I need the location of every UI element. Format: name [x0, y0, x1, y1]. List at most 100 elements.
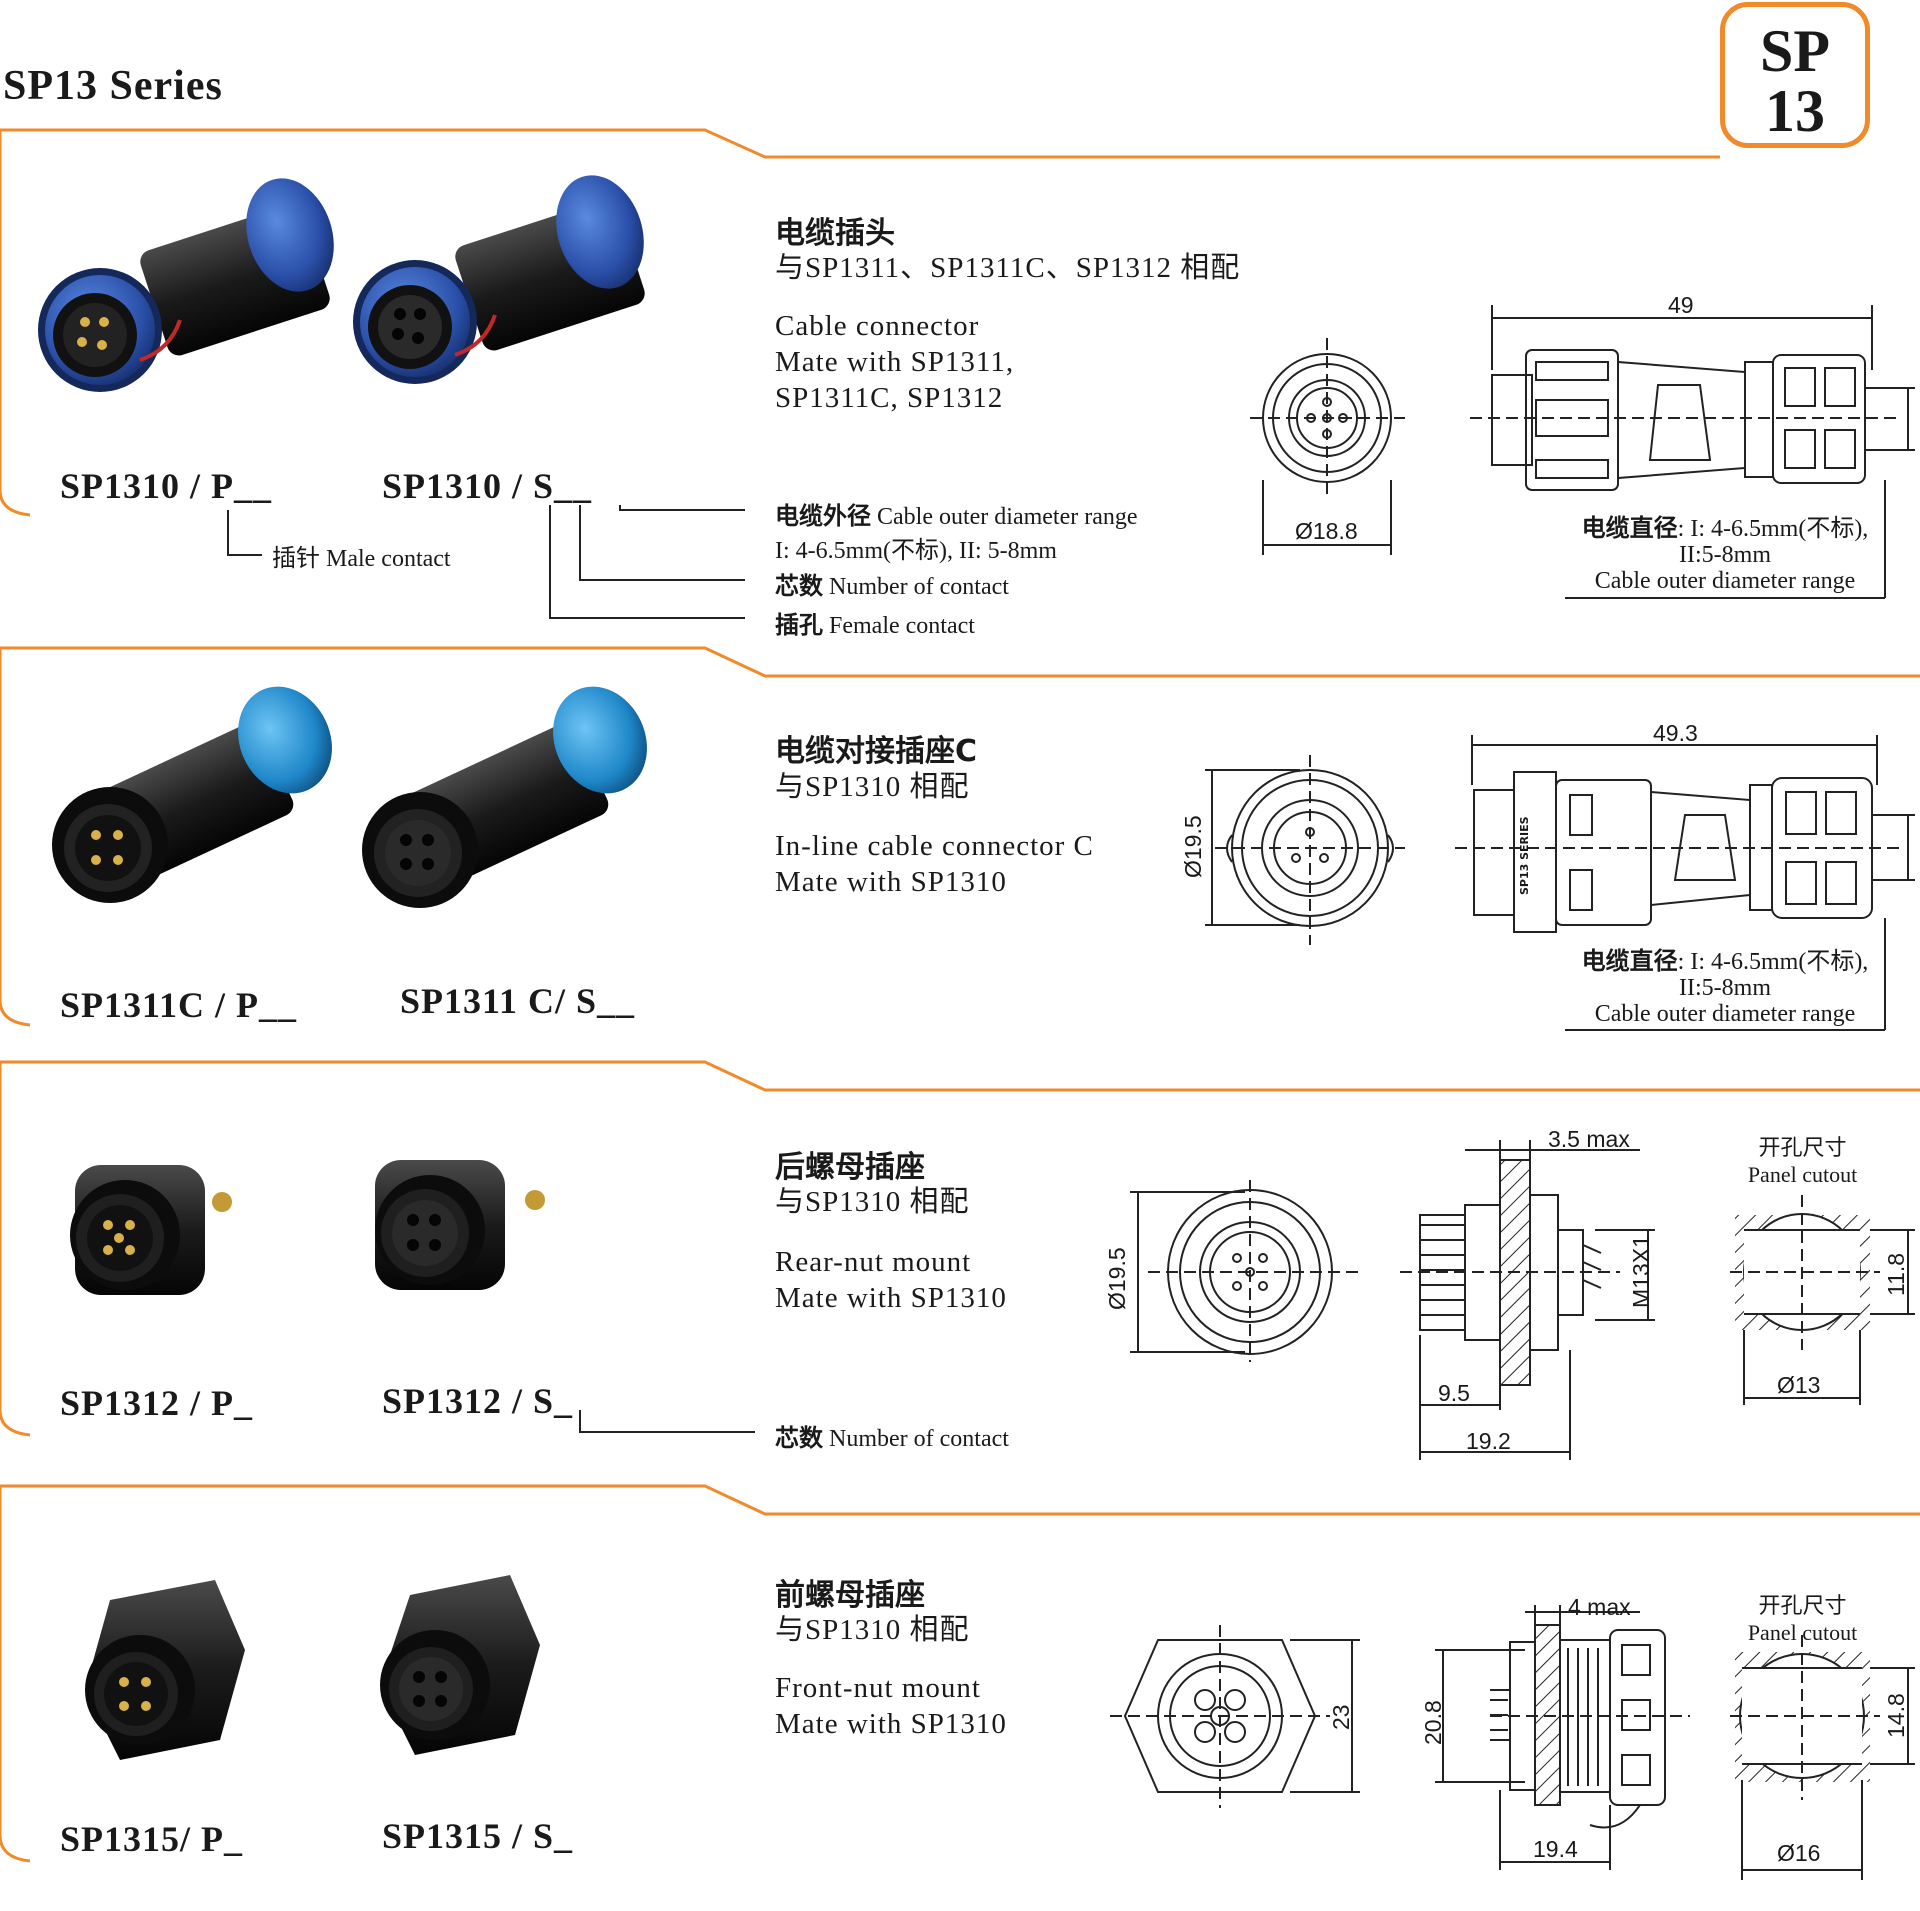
model-sp1310-female: SP1310 / S__ — [382, 466, 593, 506]
frame-2-left — [0, 648, 31, 1027]
section-1-cable-cn: 电缆直径 — [1581, 514, 1678, 542]
section-1-cable-values: : I: 4-6.5mm(不标), — [1677, 516, 1869, 542]
section-2-title-cn: 电缆对接插座C — [775, 734, 978, 769]
photo-sp1312-male — [70, 1165, 232, 1295]
section-2-mate-en-1: Mate with SP1310 — [775, 866, 1007, 898]
section-4-mate-cn: 与SP1310 相配 — [775, 1614, 970, 1646]
section-2-cable-en: Cable outer diameter range — [1594, 1001, 1856, 1027]
legend-cable-diameter: 电缆外径 Cable outer diameter range — [775, 496, 1138, 531]
model-sp1310-male: SP1310 / P__ — [60, 466, 273, 506]
drawing-4-front — [1110, 1625, 1360, 1808]
drawing-3-side — [1400, 1140, 1655, 1460]
series-title: SP13 Series — [3, 63, 223, 109]
model-sp1311c-female: SP1311 C/ S__ — [400, 981, 636, 1021]
dim-3-front-diameter: Ø19.5 — [1104, 1247, 1130, 1310]
drawing-2-side-label: SP13 SERIES — [1518, 816, 1531, 895]
section-2-cable-label: 电缆直径: I: 4-6.5mm(不标), II:5-8mm Cable out… — [1560, 948, 1890, 1027]
frame-1-left — [0, 130, 31, 517]
badge-line-2: 13 — [1765, 78, 1825, 144]
section-frames — [0, 128, 1920, 1863]
section-1-name-en: Cable connector — [775, 310, 980, 342]
dim-4-length: 19.4 — [1533, 1836, 1578, 1862]
drawing-2-side — [1455, 735, 1915, 1031]
callout-lines-1 — [227, 505, 745, 619]
dim-2-length: 49.3 — [1653, 720, 1698, 746]
drawing-1-front — [1250, 338, 1405, 555]
legend-cable-diameter-cn: 电缆外径 — [775, 502, 871, 530]
legend-cable-diameter-values: I: 4-6.5mm(不标), II: 5-8mm — [775, 538, 1057, 564]
section-4-title-cn: 前螺母插座 — [775, 1578, 925, 1613]
dim-3-a: 9.5 — [1438, 1380, 1470, 1406]
photo-sp1311c-male — [52, 686, 332, 903]
model-sp1312-female: SP1312 / S_ — [382, 1381, 574, 1421]
dim-2-front-diameter: Ø19.5 — [1180, 815, 1206, 878]
section-4-name-en: Front-nut mount — [775, 1672, 981, 1704]
section-4-mate-en-1: Mate with SP1310 — [775, 1708, 1007, 1740]
series-badge: SP 13 — [1720, 2, 1870, 148]
dim-4-max: 4 max — [1568, 1594, 1631, 1620]
legend-female-contact-en: Female contact — [829, 613, 975, 639]
section-3-mate-cn: 与SP1310 相配 — [775, 1186, 970, 1218]
badge-line-1: SP — [1759, 18, 1831, 84]
dim-4-height: 20.8 — [1420, 1700, 1446, 1745]
drawing-4-cutout — [1730, 1635, 1915, 1880]
section-2-name-en: In-line cable connector C — [775, 830, 1094, 862]
model-sp1311c-male: SP1311C / P__ — [60, 985, 298, 1025]
dim-3-b: 19.2 — [1466, 1428, 1511, 1454]
legend-cable-diameter-en: Cable outer diameter range — [877, 504, 1138, 530]
frame-3-left — [0, 1062, 31, 1437]
section-1-mate-en-2: SP1311C, SP1312 — [775, 382, 1004, 414]
photo-sp1315-female — [380, 1575, 540, 1755]
photo-sp1311c-female — [362, 686, 647, 908]
section-1-mate-en-1: Mate with SP1311, — [775, 346, 1015, 378]
legend-number-contact-en: Number of contact — [829, 574, 1009, 600]
cutout-3-label-en: Panel cutout — [1747, 1162, 1858, 1187]
dim-4-front: 23 — [1328, 1704, 1354, 1730]
dim-1-length: 49 — [1668, 292, 1694, 318]
frame-3 — [0, 1060, 1920, 1092]
section-1-cable-en: Cable outer diameter range — [1594, 568, 1856, 594]
legend-female-contact: 插孔 Female contact — [775, 605, 975, 640]
callout-lines-3 — [579, 1410, 755, 1433]
frame-4-left — [0, 1486, 31, 1863]
section-2-cable-values: : I: 4-6.5mm(不标), — [1677, 949, 1869, 975]
section-1-mate-cn: 与SP1311、SP1311C、SP1312 相配 — [775, 252, 1241, 284]
legend-female-contact-cn: 插孔 — [775, 611, 823, 639]
frame-1 — [0, 128, 1720, 159]
section-2-mate-cn: 与SP1310 相配 — [775, 771, 970, 803]
legend-number-contact-cn: 芯数 — [775, 572, 823, 600]
photo-sp1312-female — [375, 1160, 545, 1290]
section-3-name-en: Rear-nut mount — [775, 1246, 972, 1278]
section-3-title-cn: 后螺母插座 — [775, 1150, 925, 1185]
drawing-3-front — [1130, 1180, 1358, 1362]
drawing-1-side — [1470, 305, 1915, 599]
dim-3-cutout-d: Ø13 — [1777, 1372, 1821, 1398]
legend-3-number-contact-en: Number of contact — [829, 1426, 1009, 1452]
dim-3-thread: M13X1 — [1628, 1235, 1654, 1308]
model-sp1312-male: SP1312 / P_ — [60, 1383, 254, 1423]
section-1-cable-label: 电缆直径: I: 4-6.5mm(不标), II:5-8mm Cable out… — [1560, 515, 1890, 594]
cutout-3-label: 开孔尺寸 Panel cutout — [1735, 1136, 1870, 1188]
drawing-4-side — [1435, 1605, 1690, 1870]
legend-3-number-contact-cn: 芯数 — [775, 1424, 823, 1452]
section-1-title-cn: 电缆插头 — [775, 216, 895, 251]
dim-4-cutout-h: 14.8 — [1883, 1693, 1909, 1738]
cutout-4-label-cn: 开孔尺寸 — [1758, 1594, 1847, 1619]
dim-3-cutout-h: 11.8 — [1883, 1252, 1909, 1296]
frame-4 — [0, 1484, 1920, 1516]
photo-sp1310-female — [353, 175, 645, 384]
cutout-4-label: 开孔尺寸 Panel cutout — [1735, 1594, 1870, 1646]
legend-male-contact: 插针 Male contact — [272, 546, 451, 572]
legend-number-contact: 芯数 Number of contact — [775, 566, 1009, 601]
photo-sp1315-male — [85, 1580, 245, 1760]
section-2-cable-cn: 电缆直径 — [1581, 947, 1678, 975]
section-3-mate-en-1: Mate with SP1310 — [775, 1282, 1007, 1314]
model-sp1315-female: SP1315 / S_ — [382, 1816, 574, 1856]
dim-1-front-diameter: Ø18.8 — [1295, 518, 1358, 544]
section-2-cable-values-2: II:5-8mm — [1679, 975, 1771, 1001]
drawing-3-cutout — [1730, 1195, 1915, 1405]
cutout-4-label-en: Panel cutout — [1747, 1620, 1858, 1645]
model-sp1315-male: SP1315/ P_ — [60, 1819, 244, 1859]
dim-4-cutout-d: Ø16 — [1777, 1840, 1821, 1866]
